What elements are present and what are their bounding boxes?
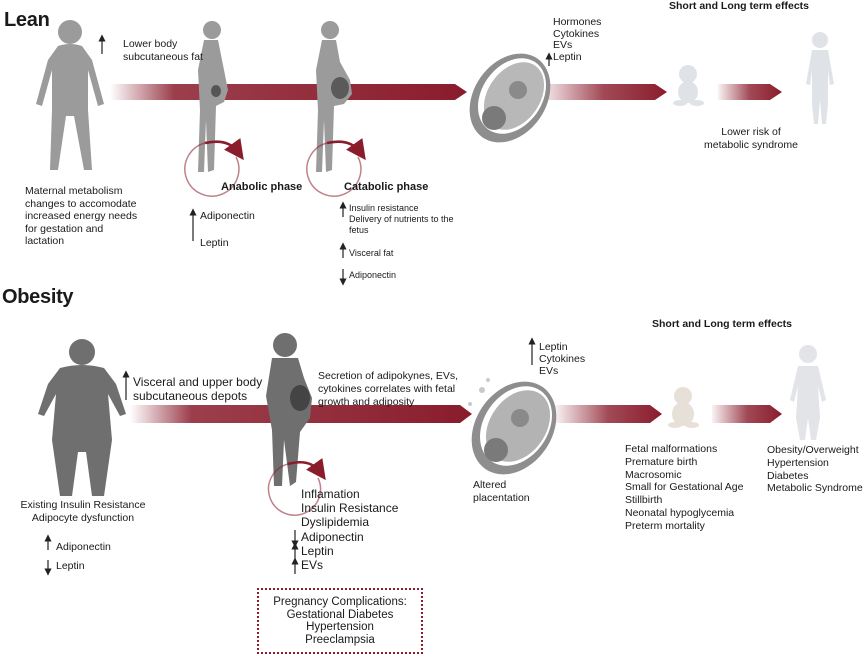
outcome-item: Metabolic Syndrome (767, 482, 863, 495)
outcome-item: Macrosomic (625, 468, 682, 481)
obesity-outcome-band (555, 405, 782, 423)
catabolic-adiponectin: Adiponectin (349, 270, 397, 280)
obesity-adiponectin: Adiponectin (56, 541, 111, 553)
anabolic-adiponectin: Adiponectin (200, 210, 255, 222)
lean-baby-figure (673, 65, 704, 106)
complication-item: Preeclampsia (305, 633, 375, 646)
pregnancy-complications-box: Pregnancy Complications: Gestational Dia… (257, 588, 423, 654)
obesity-placenta-factors: Leptin Cytokines EVs (539, 341, 585, 377)
outcome-item: Premature birth (625, 455, 698, 468)
outcome-item: Small for Gestational Age (625, 481, 744, 494)
obesity-baby-figure (668, 387, 699, 428)
anabolic-phase-label: Anabolic phase (221, 181, 303, 193)
lean-outcome: Lower risk of metabolic syndrome (704, 126, 798, 151)
condition-item: Leptin (301, 543, 334, 558)
obesity-conditions-list: Inflamation Insulin Resistance Dyslipide… (301, 487, 398, 572)
lean-fat-note: Lower body subcutaneous fat (123, 38, 203, 63)
catabolic-phase-label: Catabolic phase (344, 181, 429, 193)
secretion-note: Secretion of adipokynes, EVs, cytokines … (318, 370, 459, 408)
condition-item: Insulin Resistance (301, 501, 399, 516)
factor-item: Hormones (553, 16, 602, 28)
lean-woman-figure (36, 20, 104, 170)
lean-catabolic-cycle-arrow (306, 138, 366, 197)
outcome-item: Obesity/Overweight (767, 444, 859, 456)
factor-item: Leptin (553, 50, 582, 63)
adult-outcomes-list: Obesity/Overweight Hypertension Diabetes… (767, 444, 863, 495)
lean-effects-heading: Short and Long term effects (669, 0, 810, 12)
complication-item: Gestational Diabetes (286, 608, 394, 621)
condition-item: EVs (301, 558, 324, 573)
lean-flow-band (110, 84, 467, 100)
obese-pregnant-figure (266, 333, 312, 486)
lean-pregnant-late-figure (316, 21, 352, 172)
anabolic-leptin: Leptin (200, 237, 229, 249)
condition-item: Adiponectin (301, 529, 364, 544)
condition-item: Inflamation (301, 487, 360, 501)
lean-child-figure (806, 32, 834, 124)
factor-item: Cytokines (539, 353, 586, 365)
lean-outcome-band (540, 84, 782, 100)
outcome-item: Stillbirth (625, 494, 663, 507)
factor-item: EVs (553, 39, 573, 51)
outcome-item: Fetal malformations (625, 443, 718, 455)
obesity-effects-heading: Short and Long term effects (652, 318, 793, 330)
lean-placenta-factors: Hormones Cytokines EVs Leptin (553, 16, 602, 63)
obesity-child-figure (790, 345, 826, 440)
outcome-item: Preterm mortality (625, 519, 705, 532)
fetal-outcomes-list: Fetal malformations Premature birth Macr… (625, 443, 743, 533)
obese-woman-figure (38, 339, 126, 496)
obesity-placenta-illustration (468, 378, 557, 475)
obesity-baseline-note: Existing Insulin Resistance Adipocyte dy… (20, 499, 146, 524)
obesity-leptin: Leptin (56, 560, 85, 572)
outcome-item: Neonatal hypoglycemia (625, 506, 735, 519)
condition-item: Dyslipidemia (301, 515, 370, 530)
complications-title: Pregnancy Complications: (273, 596, 407, 608)
lean-anabolic-cycle-arrow (184, 138, 244, 197)
trend-arrows (44, 34, 553, 576)
catabolic-resistance: Insulin resistance Delivery of nutrients… (349, 203, 454, 235)
outcome-item: Hypertension (767, 456, 829, 469)
factor-item: Leptin (539, 341, 568, 353)
catabolic-visceral-fat: Visceral fat (349, 248, 394, 258)
factor-item: EVs (539, 365, 559, 377)
lean-heading: Lean (4, 9, 50, 31)
obesity-cycle-arrow (267, 458, 326, 516)
lean-maternal-note: Maternal metabolism changes to accomodat… (25, 185, 138, 247)
factor-item: Cytokines (553, 27, 600, 40)
lean-pregnant-early-figure (198, 21, 228, 172)
complication-item: Hypertension (306, 621, 374, 633)
placentation-label: Altered placentation (473, 479, 530, 504)
obesity-heading: Obesity (2, 286, 74, 308)
lean-placenta-illustration (469, 53, 551, 143)
obesity-depot-note: Visceral and upper body subcutaneous dep… (133, 375, 263, 404)
outcome-item: Diabetes (767, 469, 809, 482)
